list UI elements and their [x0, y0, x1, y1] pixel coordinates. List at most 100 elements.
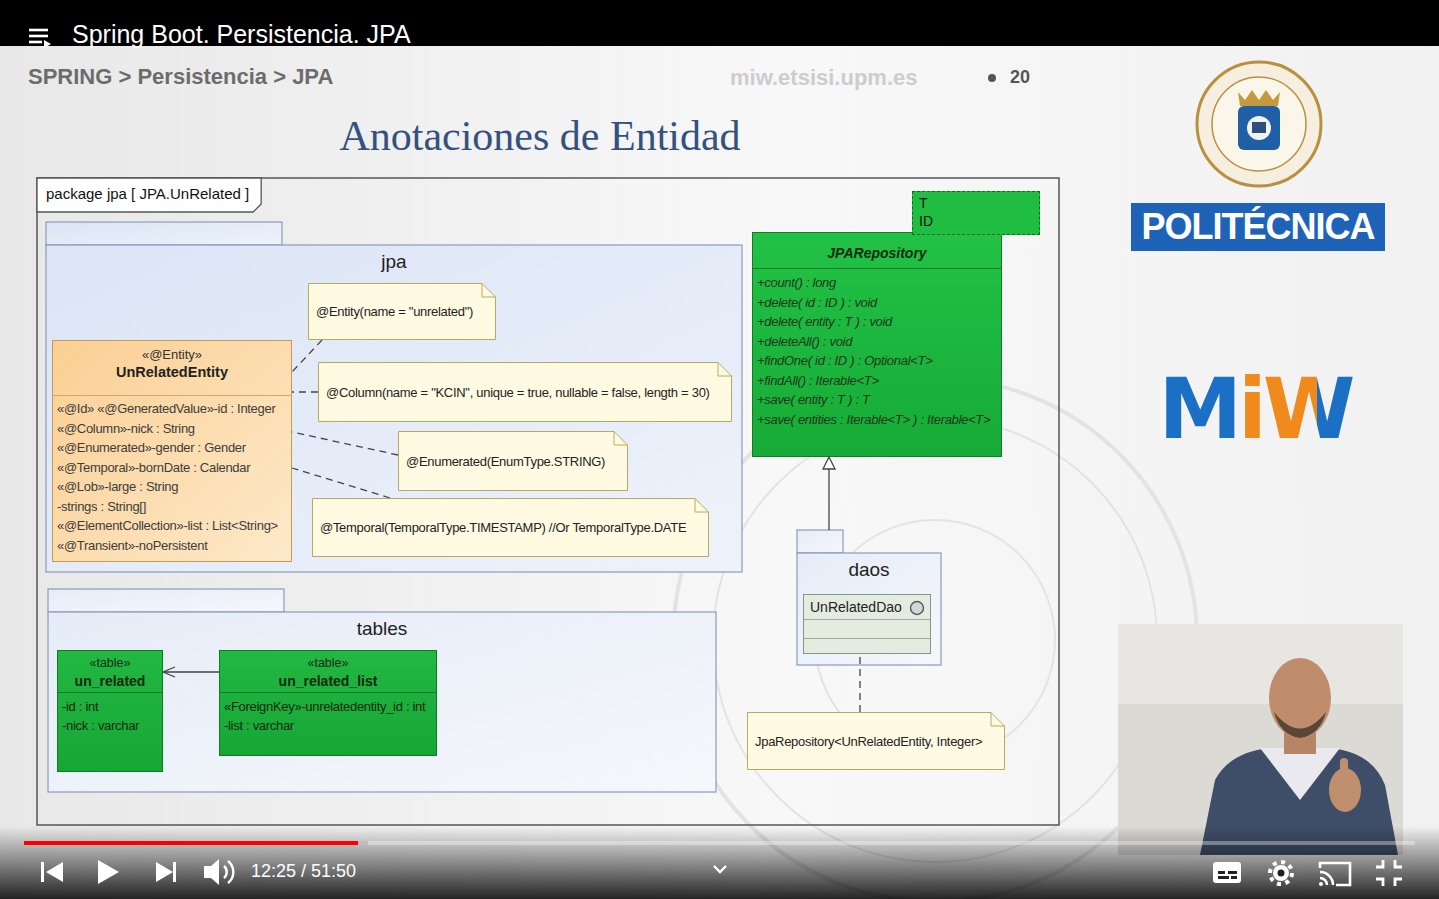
attribute: «@Column»-nick : String	[57, 419, 285, 439]
university-seal	[1238, 106, 1280, 150]
method: +count() : long	[757, 273, 993, 293]
class-header: «@Entity»UnRelatedEntity	[53, 341, 291, 396]
table-header: «table» un_related_list	[220, 651, 436, 693]
column: -list : varchar	[224, 716, 428, 735]
frame-border	[37, 178, 1059, 825]
playlist-icon	[44, 40, 51, 48]
frame-title: package jpa [ JPA.UnRelated ]	[46, 185, 249, 202]
stereotype: «@Entity»	[59, 347, 285, 362]
connector	[292, 468, 390, 498]
attribute-list: «@Id» «@GeneratedValue»-id : Integer«@Co…	[53, 396, 291, 559]
table-header: «table» un_related	[58, 651, 162, 693]
method: +findOne( id : ID ) : Optional<T>	[757, 351, 993, 371]
player-controls	[41, 859, 219, 885]
player-controls	[714, 866, 726, 872]
arrow-head	[163, 667, 175, 677]
dao-class: UnRelatedDao	[803, 594, 931, 654]
playlist-icon	[29, 41, 42, 44]
progress-played	[24, 841, 358, 845]
note-text: @Enumerated(EnumType.STRING)	[406, 454, 605, 469]
video-title: Spring Boot. Persistencia. JPA	[72, 20, 411, 49]
playlist-icon	[29, 30, 48, 42]
connector	[163, 667, 219, 677]
webcam-inset	[1269, 658, 1331, 738]
player-controls	[224, 861, 726, 883]
column: «ForeignKey»-unrelatedentity_id : int	[224, 697, 428, 716]
player-controls	[224, 866, 227, 878]
diagram-frame: package jpa [ JPA.UnRelated ] jpa «@Entity…	[37, 178, 1059, 825]
player-controls	[1228, 871, 1237, 874]
breadcrumb: SPRING > Persistencia > JPA	[28, 64, 333, 90]
university-seal	[1197, 62, 1321, 186]
player-controls	[1218, 876, 1229, 879]
slide-title: Anotaciones de Entidad	[339, 112, 740, 160]
table-box: «table» un_related_list «ForeignKey»-unrel…	[219, 650, 437, 756]
method: +findAll() : Iterable<T>	[757, 371, 993, 391]
package-name: daos	[797, 553, 941, 581]
dashed-link	[292, 340, 322, 372]
page-dot	[988, 74, 996, 82]
note-box: @Entity(name = "unrelated")	[308, 283, 496, 340]
slide-ground	[0, 46, 1439, 899]
connector	[292, 392, 318, 393]
player-controls	[228, 861, 233, 883]
note-fold	[991, 713, 1005, 727]
column-list: «ForeignKey»-unrelatedentity_id : int-li…	[220, 693, 436, 739]
slide-number: 20	[1010, 67, 1030, 88]
player-controls	[156, 862, 173, 882]
player-controls	[1270, 862, 1292, 884]
note-shape	[399, 432, 628, 491]
university-seal	[1197, 62, 1321, 186]
package-box: daosUnRelatedDao	[797, 553, 941, 665]
method: +save( entity : T ) : T	[757, 390, 993, 410]
attribute: «@ElementCollection»-list : List<String>	[57, 516, 285, 536]
player-controls	[98, 860, 119, 884]
inheritance-head	[823, 457, 835, 469]
player-controls	[1376, 860, 1402, 886]
player-controls	[1231, 876, 1237, 879]
progress-track	[24, 841, 1415, 845]
table-name: un_related	[64, 673, 156, 689]
player-controls	[1213, 860, 1402, 886]
dashed-link	[292, 391, 318, 392]
note-shape	[313, 499, 709, 557]
connector	[292, 340, 322, 372]
class-compartment	[804, 620, 930, 639]
logo-text: POLITÉCNICA	[1131, 203, 1384, 251]
package-name: jpa	[46, 245, 742, 273]
frame-tab	[37, 178, 261, 212]
package-tab	[797, 530, 843, 553]
method: +delete( entity : T ) : void	[757, 312, 993, 332]
note-box: @Temporal(TemporalType.TIMESTAMP) //Or T…	[312, 498, 709, 557]
note-shape	[319, 363, 732, 422]
webcam-inset	[1118, 624, 1403, 855]
note-fold	[718, 363, 732, 377]
package-name: tables	[48, 612, 716, 640]
note-shape	[748, 713, 1005, 770]
stereotype: «table»	[64, 656, 156, 670]
table-name: un_related_list	[226, 673, 430, 689]
stereotype: «table»	[226, 656, 430, 670]
class-name: UnRelatedDao	[810, 599, 904, 615]
dashed-link	[292, 432, 398, 455]
note-fold	[614, 432, 628, 446]
seal-watermark	[713, 418, 1157, 862]
university-seal	[1238, 90, 1280, 106]
package-body	[46, 245, 742, 572]
player-controls	[1278, 870, 1285, 877]
time-display: 12:25 / 51:50	[251, 861, 356, 882]
webcam-inset	[1118, 624, 1403, 704]
university-seal	[1252, 122, 1266, 133]
university-seal	[1212, 77, 1306, 171]
package-body	[797, 553, 941, 665]
type-param: T	[919, 194, 1033, 212]
player-controls	[204, 859, 219, 885]
player-controls	[1320, 872, 1333, 885]
package-tab	[48, 589, 284, 612]
progress-buffer	[358, 841, 368, 845]
connector-line	[163, 671, 219, 672]
column: -nick : varchar	[62, 716, 154, 735]
player-controls	[1319, 882, 1323, 886]
